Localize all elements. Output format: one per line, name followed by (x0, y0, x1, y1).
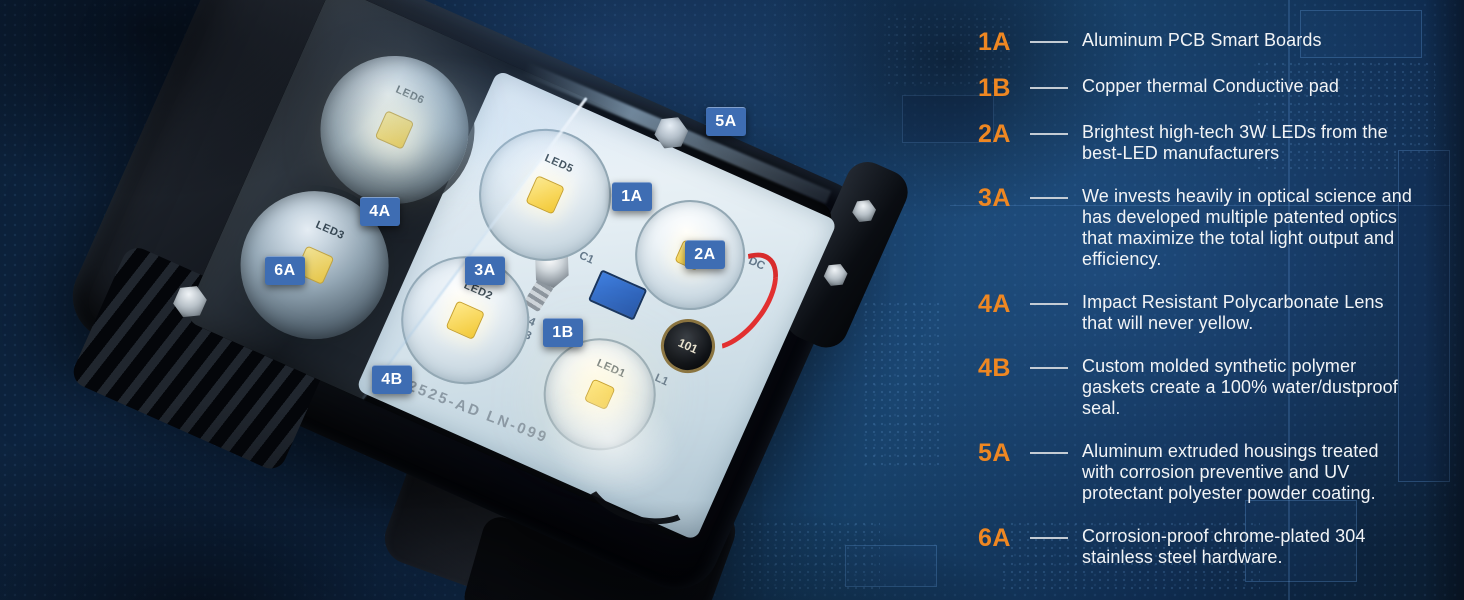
right-edge-shade (1424, 0, 1464, 600)
legend-dash (1030, 537, 1068, 539)
legend-label: 6A (978, 524, 1011, 552)
pcb-label-c1: C1 (577, 249, 596, 267)
legend-text: We invests heavily in optical science an… (1082, 186, 1412, 269)
led-label: LED5 (542, 152, 575, 176)
legend-dash (1030, 303, 1068, 305)
hex-bolt-icon (820, 259, 852, 291)
callout-badge-6a: 6A (265, 256, 305, 285)
circuit-pattern (862, 300, 942, 470)
callout-badge-1b: 1B (543, 318, 583, 347)
callout-badge-3a: 3A (465, 256, 505, 285)
legend-item: 2A Brightest high-tech 3W LEDs from the … (978, 122, 1458, 164)
legend-dash (1030, 367, 1068, 369)
callout-badge-4a: 4A (360, 197, 400, 226)
circuit-pattern (1255, 60, 1435, 170)
legend-label: 2A (978, 120, 1011, 148)
legend-dash (1030, 452, 1068, 454)
led-chip (583, 378, 616, 411)
callout-badge-4b: 4B (372, 365, 412, 394)
circuit-pattern (1245, 500, 1357, 582)
hex-bolt-icon (848, 195, 880, 227)
circuit-pattern (950, 205, 1450, 206)
legend-label: 5A (978, 439, 1011, 467)
legend-text: Impact Resistant Polycarbonate Lens that… (1082, 292, 1384, 333)
legend-label: 1B (978, 74, 1011, 102)
legend-dash (1030, 133, 1068, 135)
legend-item: 1A Aluminum PCB Smart Boards (978, 28, 1458, 56)
legend-item: 4B Custom molded synthetic polymer gaske… (978, 356, 1458, 419)
legend-label: 4A (978, 290, 1011, 318)
circuit-pattern (1300, 10, 1422, 58)
legend-item: 3A We invests heavily in optical science… (978, 186, 1458, 270)
legend-item: 6A Corrosion-proof chrome-plated 304 sta… (978, 526, 1458, 568)
legend-item: 4A Impact Resistant Polycarbonate Lens t… (978, 292, 1458, 334)
legend-label: 1A (978, 28, 1011, 56)
legend-text: Brightest high-tech 3W LEDs from the bes… (1082, 122, 1388, 163)
led-chip (525, 175, 565, 215)
callout-badge-2a: 2A (685, 240, 725, 269)
legend-item: 5A Aluminum extruded housings treated wi… (978, 441, 1458, 504)
feature-legend: 1A Aluminum PCB Smart Boards 1B Copper t… (978, 30, 1458, 568)
legend-label: 3A (978, 184, 1011, 212)
legend-text: Aluminum extruded housings treated with … (1082, 441, 1379, 503)
legend-text: Custom molded synthetic polymer gaskets … (1082, 356, 1398, 418)
led-chip (445, 300, 486, 340)
legend-text: Copper thermal Conductive pad (1082, 76, 1340, 96)
legend-dash (1030, 197, 1068, 199)
led-label: LED1 (594, 357, 628, 381)
circuit-pattern (1288, 0, 1290, 600)
legend-dash (1030, 87, 1068, 89)
callout-badge-1a: 1A (612, 182, 652, 211)
legend-label: 4B (978, 354, 1011, 382)
legend-text: Corrosion-proof chrome-plated 304 stainl… (1082, 526, 1366, 567)
legend-item: 1B Copper thermal Conductive pad (978, 74, 1458, 102)
legend-dash (1030, 41, 1068, 43)
legend-text: Aluminum PCB Smart Boards (1082, 30, 1322, 50)
circuit-pattern (845, 545, 937, 587)
callout-badge-5a: 5A (706, 107, 746, 136)
